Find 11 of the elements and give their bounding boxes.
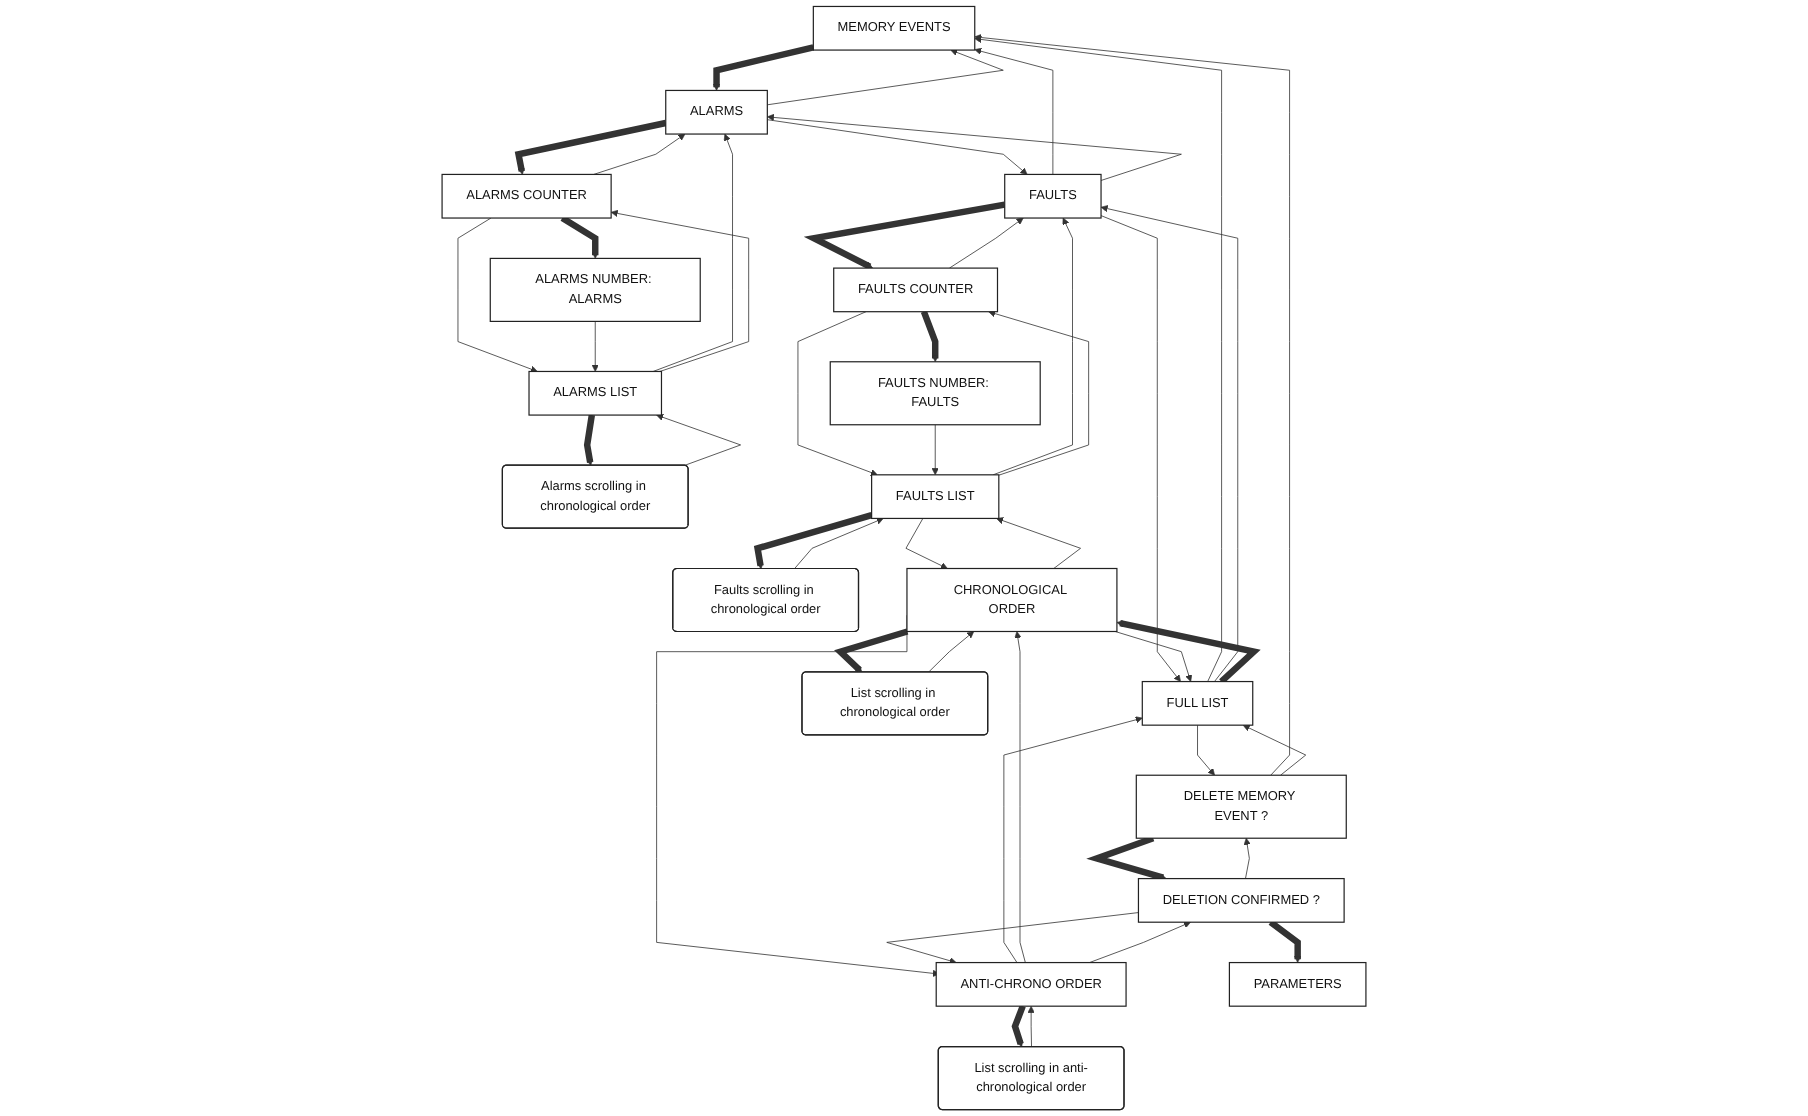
- arrow: [1268, 919, 1302, 963]
- arrow: [560, 215, 599, 259]
- arrow: [803, 201, 1006, 270]
- arrow: [514, 119, 667, 175]
- arrow: [713, 44, 815, 91]
- arrow: [1011, 1005, 1026, 1048]
- arrow: [583, 414, 596, 466]
- arrow: [753, 512, 873, 570]
- arrow: [920, 310, 939, 363]
- arrow: [1086, 835, 1167, 881]
- arrow: [834, 628, 909, 673]
